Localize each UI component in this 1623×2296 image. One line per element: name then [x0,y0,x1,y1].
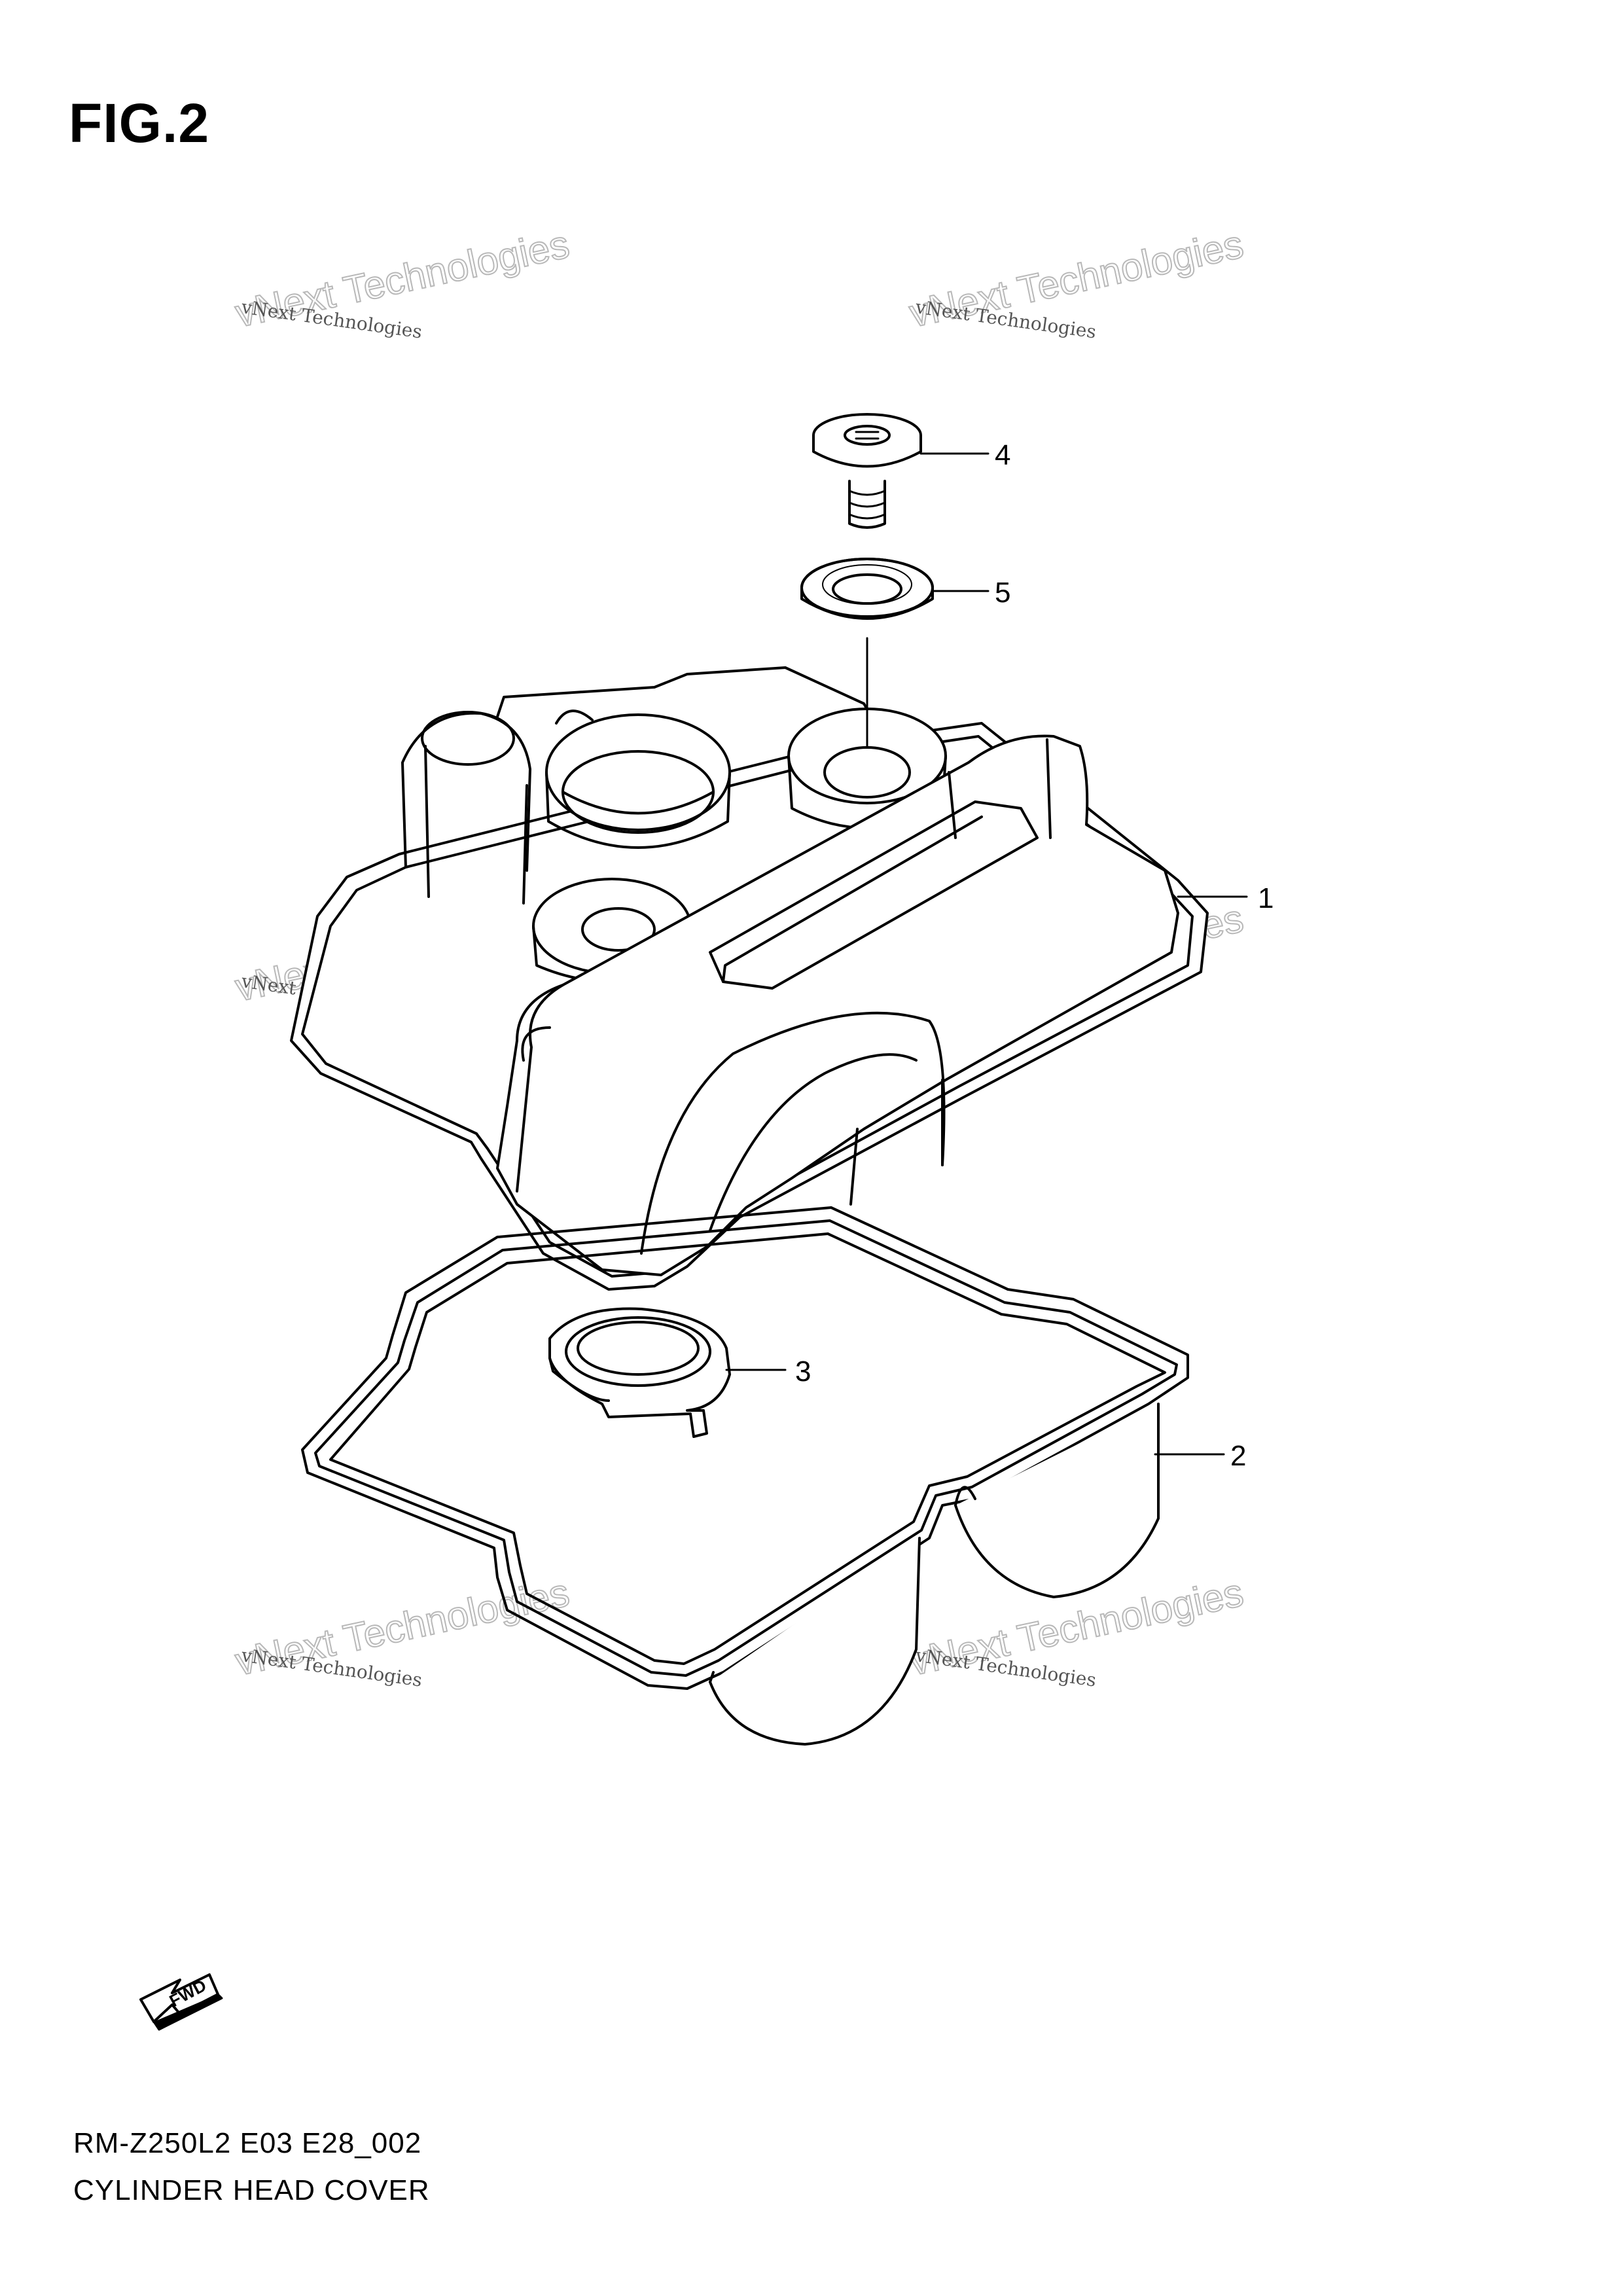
callout-2: 2 [1230,1440,1246,1472]
callout-3: 3 [795,1355,811,1388]
callout-1: 1 [1258,882,1274,914]
diagram-code: RM-Z250L2 E03 E28_002 [73,2127,422,2159]
forward-arrow-icon: FWD [139,1973,223,2031]
head-cover-gasket-drawing [301,1206,1189,1746]
callout-5: 5 [995,577,1010,609]
diagram-description: CYLINDER HEAD COVER [73,2174,430,2206]
callout-leaders [725,452,1248,1456]
cylinder-head-cover-drawing [290,637,1209,1291]
plug-hole-seal-drawing [548,1307,731,1438]
cover-bolt-drawing [812,413,922,529]
figure-title: FIG.2 [69,92,210,154]
bolt-seal-washer-drawing [800,558,934,620]
callout-4: 4 [995,439,1010,471]
